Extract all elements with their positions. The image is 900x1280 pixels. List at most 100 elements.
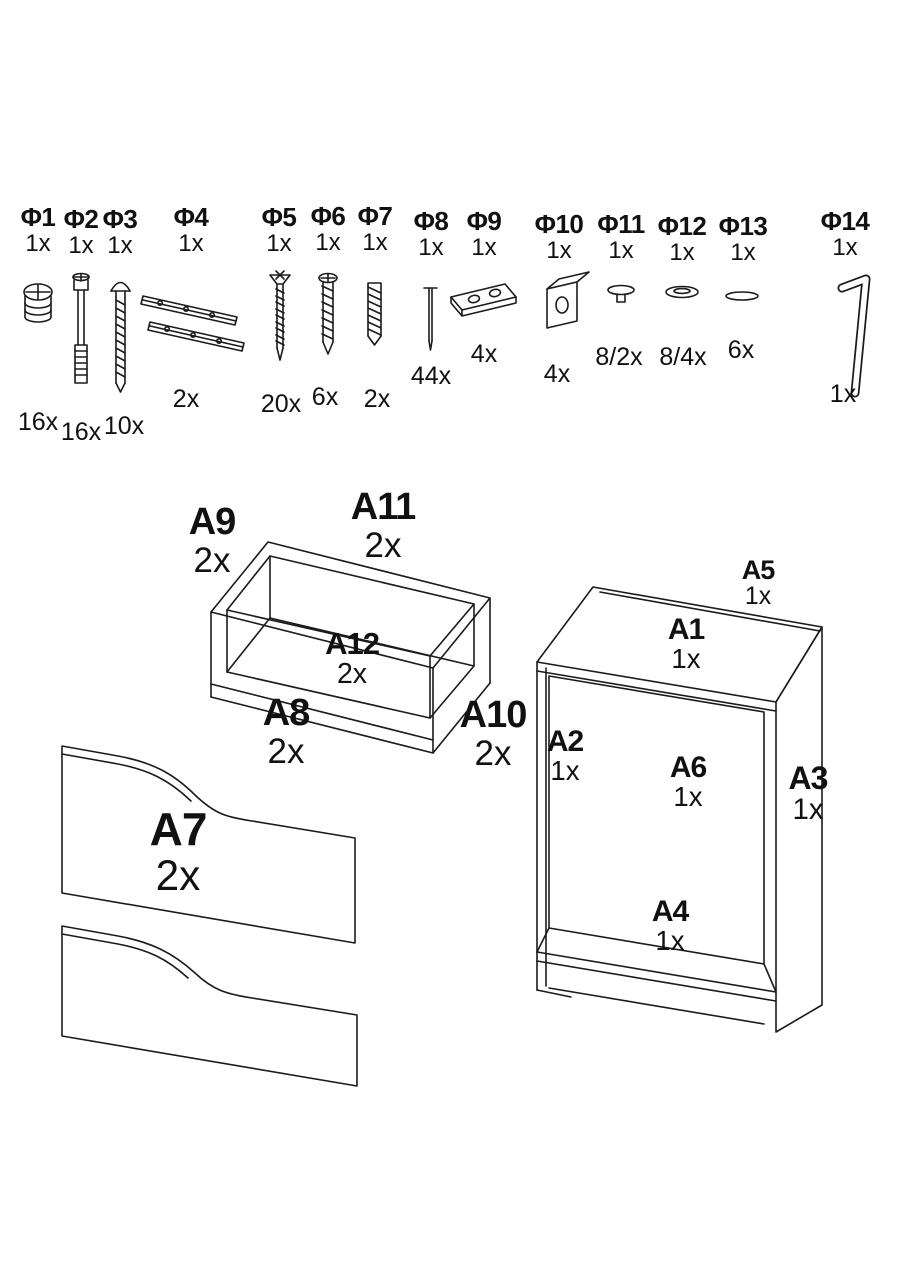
panel-id: A12 — [325, 626, 380, 661]
cabinet-drawing — [536, 586, 823, 1033]
drawer-fronts-drawing — [61, 745, 358, 1087]
panel-id: A11 — [350, 486, 417, 528]
hardware-qty-phi3: 10x — [103, 412, 145, 440]
hardware-per-pack: 1x — [315, 229, 341, 257]
hardware-qty-phi14: 1x — [829, 380, 857, 408]
hardware-per-pack: 1x — [546, 237, 572, 265]
hardware-per-pack: 1x — [107, 232, 133, 260]
panel-qty: 2x — [267, 731, 305, 771]
panel-qty: 1x — [671, 643, 701, 675]
cam-bolt-icon — [72, 272, 90, 384]
hardware-per-pack: 1x — [266, 230, 292, 258]
hardware-qty-phi7: 2x — [363, 385, 391, 413]
panel-id: A9 — [188, 501, 237, 543]
corner-bracket-icon — [546, 271, 590, 329]
drawer-slide-icon — [140, 295, 245, 352]
hardware-per-pack: 1x — [362, 229, 388, 257]
hardware-qty-phi11: 8/2x — [595, 343, 643, 371]
hardware-id: Φ13 — [718, 211, 768, 241]
panel-id: A2 — [546, 725, 584, 758]
panel-qty: 2x — [193, 540, 231, 580]
hardware-id: Φ12 — [657, 211, 707, 241]
panel-id: A10 — [459, 694, 528, 736]
panel-id: A8 — [262, 692, 311, 734]
hardware-id: Φ1 — [20, 202, 56, 232]
hardware-qty-phi1: 16x — [17, 408, 59, 436]
hardware-per-pack: 1x — [178, 230, 204, 258]
panel-qty: 1x — [655, 925, 685, 957]
hardware-per-pack: 1x — [68, 232, 94, 260]
wood-screw-icon — [269, 270, 291, 361]
pan-head-screw-icon — [318, 272, 338, 355]
cam-lock-icon — [23, 283, 53, 323]
panel-qty: 2x — [474, 733, 512, 773]
flat-cap-icon — [725, 291, 759, 301]
panel-id: A3 — [788, 760, 829, 796]
hardware-qty-phi9: 4x — [470, 340, 498, 368]
hardware-qty-phi12: 8/4x — [659, 343, 707, 371]
flat-bracket-icon — [450, 283, 517, 317]
long-screw-icon — [110, 281, 131, 393]
hardware-per-pack: 1x — [669, 239, 695, 267]
panel-qty: 1x — [744, 583, 772, 611]
hardware-qty-phi10: 4x — [543, 360, 571, 388]
hardware-id: Φ7 — [357, 201, 393, 231]
panel-qty: 2x — [336, 658, 368, 691]
hardware-id: Φ3 — [102, 204, 138, 234]
hardware-qty-phi5: 20x — [260, 390, 302, 418]
hardware-qty-phi8: 44x — [410, 362, 452, 390]
hardware-id: Φ9 — [466, 206, 502, 236]
hardware-qty-phi2: 16x — [60, 418, 102, 446]
hardware-id: Φ6 — [310, 201, 346, 231]
hardware-id: Φ4 — [173, 202, 209, 232]
hardware-id: Φ8 — [413, 206, 449, 236]
cover-cap-icon — [665, 285, 699, 299]
hardware-per-pack: 1x — [730, 239, 756, 267]
hardware-per-pack: 1x — [608, 237, 634, 265]
nail-icon — [423, 287, 438, 351]
hardware-per-pack: 1x — [471, 234, 497, 262]
panel-id: A5 — [741, 555, 776, 585]
hardware-id: Φ11 — [597, 209, 645, 239]
panel-qty: 1x — [550, 755, 580, 787]
cap-with-pin-icon — [607, 284, 635, 303]
hardware-id: Φ5 — [261, 202, 297, 232]
hardware-qty-phi6: 6x — [311, 383, 339, 411]
hardware-qty-phi13: 6x — [727, 336, 755, 364]
panel-qty: 1x — [792, 793, 824, 827]
hardware-id: Φ14 — [820, 206, 870, 236]
panel-qty: 1x — [673, 781, 703, 813]
panel-id: A6 — [669, 751, 707, 784]
panel-id: A7 — [149, 803, 208, 855]
panel-id: A4 — [651, 895, 689, 928]
drawer-box-drawing — [210, 541, 491, 754]
hardware-id: Φ10 — [534, 209, 584, 239]
